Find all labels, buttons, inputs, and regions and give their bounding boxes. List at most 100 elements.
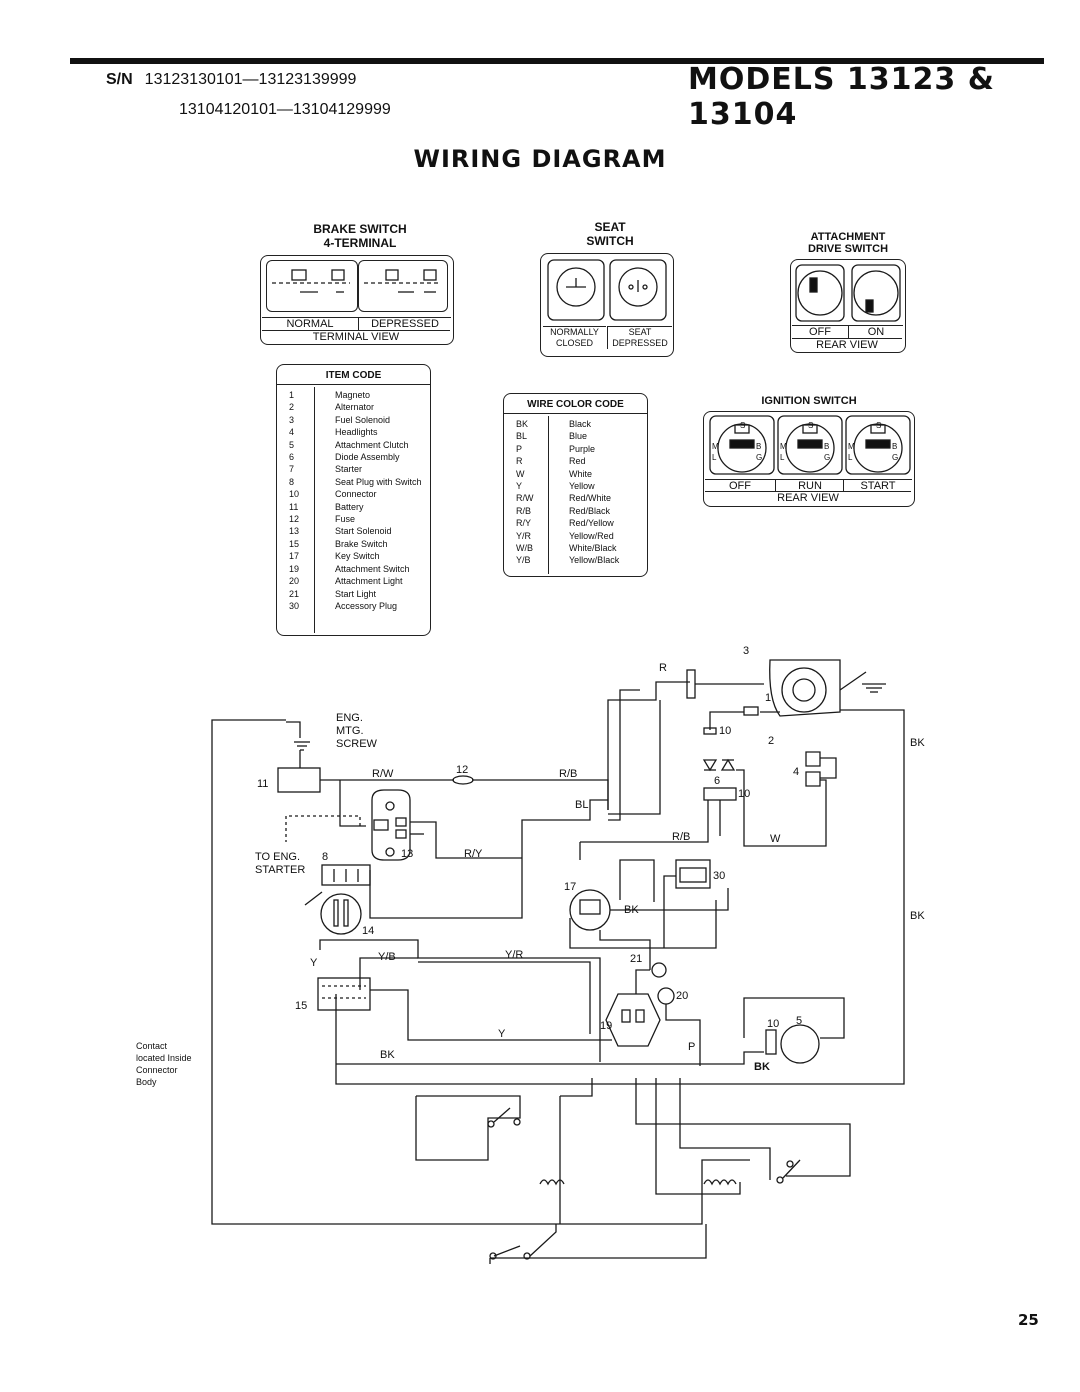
wire-label-rb: R/B [559,768,578,780]
item-number-21: 21 [630,953,643,965]
row-value: Fuse [335,514,356,525]
table-row: 12 Fuse [277,513,430,525]
row-value: Purple [569,443,596,454]
row-code: 17 [289,551,300,562]
brake-switch-depressed-diagram [358,260,448,312]
item-number-20: 20 [676,990,689,1002]
table-row: 4 Headlights [277,426,430,438]
item-code-title: ITEM CODE [277,365,430,385]
row-code: 21 [289,588,300,599]
row-value: Attachment Light [335,576,403,587]
row-code: 5 [289,439,295,450]
row-code: 1 [289,390,295,400]
wire-label-bl: BL [575,799,589,811]
item-number-10-a: 10 [719,725,732,737]
item-number-19: 19 [600,1020,613,1032]
wire-color-title: WIRE COLOR CODE [504,394,647,414]
row-value: White [569,468,593,479]
row-code: 10 [289,489,300,500]
contact-note-1: Contact [136,1041,168,1051]
row-value: Diode Assembly [335,452,400,463]
row-code: P [516,443,523,454]
attachment-switch-title: ATTACHMENT DRIVE SWITCH [786,231,910,255]
row-value: Starter [335,464,363,475]
wire-label-ry: R/Y [464,848,483,860]
row-code: R/W [516,493,534,504]
row-value: Seat Plug with Switch [335,476,422,487]
row-value: Key Switch [335,551,380,562]
row-code: R [516,456,523,467]
row-code: 4 [289,427,295,438]
row-code: 6 [289,452,295,463]
wire-label-yb: Y/B [378,951,396,963]
row-value: Brake Switch [335,538,388,549]
wire-color-divider [548,416,550,574]
attachment-rear-view-label: REAR VIEW [792,338,902,351]
row-value: Connector [335,489,377,500]
brake-switch-title-2: 4-TERMINAL [323,236,397,250]
row-value: Headlights [335,427,378,438]
ignition-rear-view-label: REAR VIEW [705,491,911,504]
seat-switch-title-1: SEAT [594,220,626,234]
ignition-off-label: OFF [705,479,775,492]
row-code: 12 [289,514,300,525]
row-value: Attachment Clutch [335,439,409,450]
item-number-13: 13 [401,848,414,860]
seat-depressed-label: SEAT DEPRESSED [607,326,672,349]
attachment-title-2: DRIVE SWITCH [807,243,889,255]
wire-label-bk-1: BK [910,737,925,749]
seat-left-1: NORMALLY [550,327,599,337]
row-code: Y/R [516,530,532,541]
serial-number-range-2: 13104120101—13104129999 [179,101,391,118]
wire-label-r: R [659,662,667,674]
brake-switch-title-1: BRAKE SWITCH [313,222,407,236]
wire-label-yr: Y/R [505,949,524,961]
screw-label: SCREW [336,738,377,750]
row-value: Alternator [335,402,375,413]
item-number-11: 11 [257,778,269,790]
row-code: R/B [516,505,532,516]
brake-terminal-view-label: TERMINAL VIEW [262,330,450,343]
seat-left-2: CLOSED [555,338,593,348]
item-number-8: 8 [322,851,329,863]
attachment-title-1: ATTACHMENT [810,231,886,243]
wire-label-rw: R/W [372,768,394,780]
row-code: BK [516,419,529,429]
seat-right-1: SEAT [628,327,652,337]
brake-switch-box [260,255,454,345]
item-number-1: 1 [765,692,772,704]
seat-right-2: DEPRESSED [612,338,668,348]
row-code: 15 [289,538,300,549]
row-value: Yellow [569,481,595,492]
row-value: Black [569,419,592,429]
item-number-3: 3 [743,645,750,657]
item-number-10-c: 10 [767,1018,780,1030]
row-value: Yellow/Black [569,555,620,566]
row-value: Attachment Switch [335,563,410,574]
row-code: 11 [289,501,299,512]
table-row: 6 Diode Assembly [277,451,430,463]
table-row: 5 Attachment Clutch [277,439,430,451]
row-code: 30 [289,600,300,611]
row-code: 3 [289,414,295,425]
to-eng-label: TO ENG. [255,851,301,863]
wire-label-bk-5: BK [754,1061,770,1073]
ignition-run-label: RUN [775,479,844,492]
item-number-30: 30 [713,870,726,882]
